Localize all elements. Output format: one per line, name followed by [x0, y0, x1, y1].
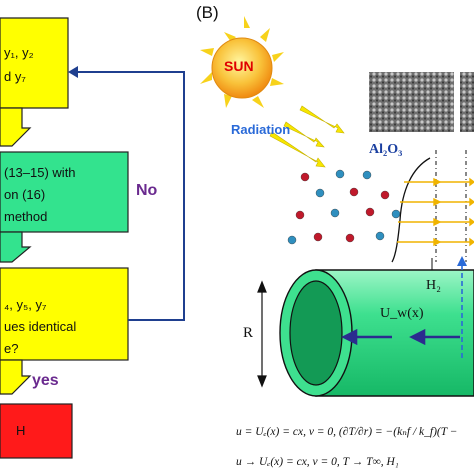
box1-line2: d y₇ — [4, 69, 26, 84]
yes-label: yes — [32, 372, 59, 389]
boundary-condition-2: u → Uₑ(x) = cx, v = 0, T → T∞, H₁ — [236, 456, 399, 468]
nanoparticle-label: Al₂O₃ — [369, 142, 403, 157]
down-arrow-2 — [0, 231, 32, 263]
box2-line2: on (16) — [4, 187, 46, 202]
flow-box-2 — [0, 151, 129, 233]
flow-box-4 — [0, 403, 73, 459]
radius-label: R — [243, 325, 254, 341]
no-loop-arrowhead — [68, 66, 78, 78]
velocity-profile-lines — [435, 150, 467, 262]
sun-label: SUN — [224, 58, 254, 74]
boundary-condition-1: u = Uₑ(x) = cx, v = 0, (∂T/∂r) = −(kₙf /… — [236, 426, 458, 438]
flow-box-1 — [0, 17, 69, 109]
box2-line3: method — [4, 209, 48, 224]
boundary-layer-curve — [391, 157, 431, 263]
box3-line2: ues identical — [4, 319, 77, 334]
panel-label: (B) — [196, 3, 219, 22]
box3-line3: e? — [4, 341, 19, 356]
box2-line1: (13–15) with — [4, 165, 76, 180]
flowchart-svg — [0, 17, 185, 459]
no-loop-arrow — [76, 71, 185, 321]
velocity-profile-arrows — [397, 177, 474, 247]
radiation-arrows — [269, 105, 345, 168]
surface-velocity-arrows — [341, 328, 460, 346]
nanoparticles — [287, 169, 401, 245]
cylinder-end-inner — [289, 280, 343, 386]
box3-line1: ₄, y₅, y₇ — [4, 297, 47, 312]
h2-label: H₂ — [426, 278, 441, 293]
flow-box-3 — [0, 267, 129, 361]
no-label: No — [136, 182, 158, 199]
box4-text: H — [16, 423, 26, 438]
dashed-arrowhead — [457, 256, 467, 266]
velocity-label: U_w(x) — [380, 306, 424, 321]
sem-image-2 — [460, 72, 474, 132]
down-arrow-1 — [0, 107, 32, 147]
down-arrow-3 — [0, 359, 32, 395]
radius-arrow — [257, 280, 267, 388]
sem-image-1 — [369, 72, 454, 132]
box1-line1: y₁, y₂ — [4, 45, 34, 60]
sun — [211, 37, 273, 99]
radiation-label: Radiation — [231, 122, 291, 137]
